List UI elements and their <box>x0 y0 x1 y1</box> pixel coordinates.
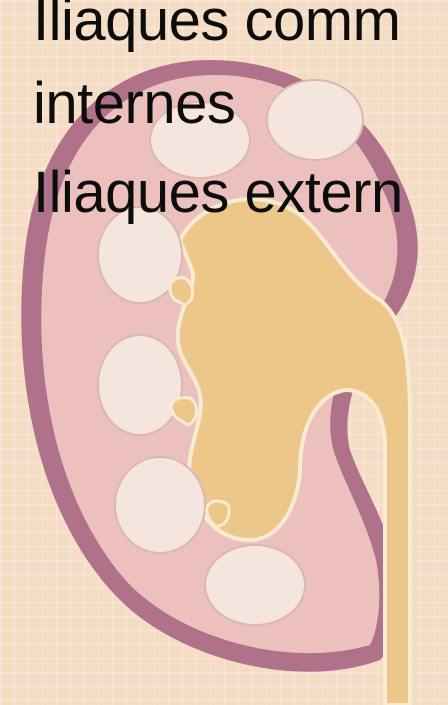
label-line-2: internes <box>33 75 235 133</box>
pyramid <box>205 545 305 625</box>
pyramid <box>267 80 363 160</box>
label-line-3: Iliaques extern <box>33 164 403 222</box>
label-line-1: Iliaques comm <box>33 0 400 50</box>
calyx <box>207 501 229 526</box>
pyramid <box>115 457 205 553</box>
pyramid <box>98 335 182 435</box>
